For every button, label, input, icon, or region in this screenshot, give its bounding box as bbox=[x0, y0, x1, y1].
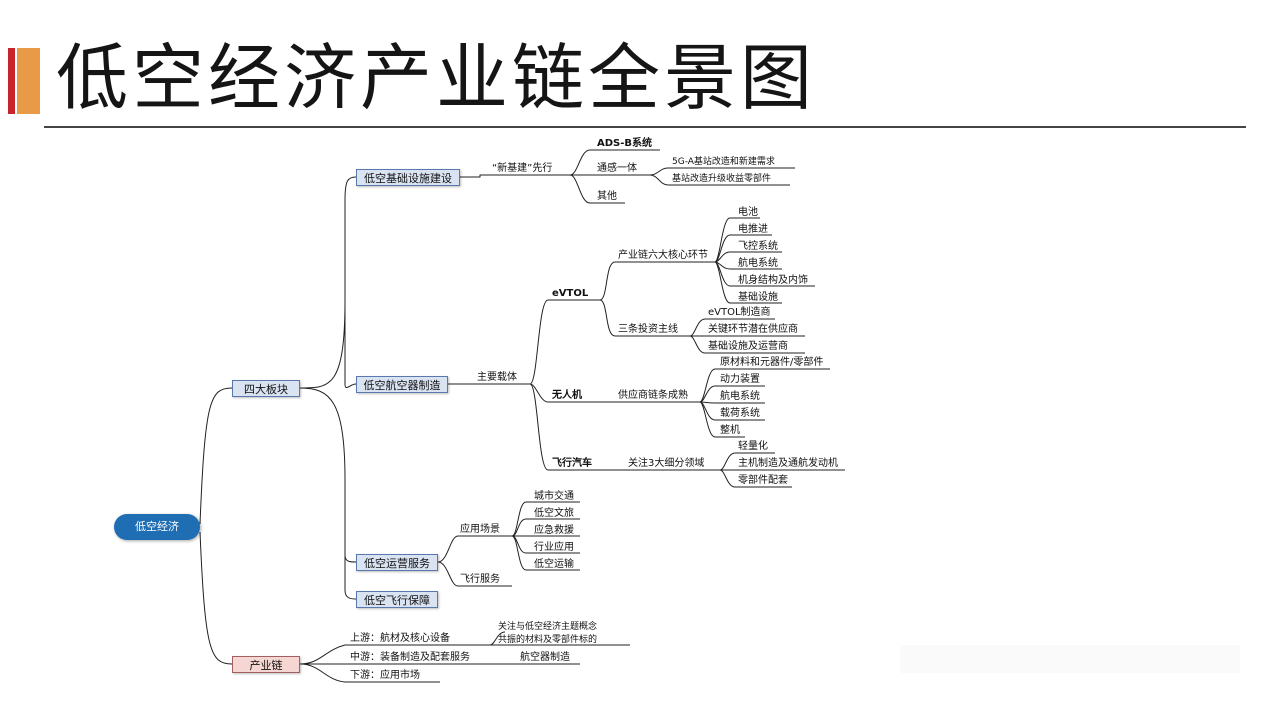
node-evtol: eVTOL bbox=[552, 288, 589, 299]
node-upstream: 上游：航材及核心设备 bbox=[350, 633, 450, 644]
node-six-1: 电推进 bbox=[738, 224, 768, 235]
node-scene: 应用场景 bbox=[460, 524, 500, 535]
node-scene-3: 行业应用 bbox=[534, 542, 574, 553]
node-focus: 关注3大细分领域 bbox=[628, 458, 705, 469]
node-upstream-note-1: 关注与低空经济主题概念 bbox=[498, 622, 598, 632]
node-six-4: 机身结构及内饰 bbox=[738, 275, 808, 286]
page-title: 低空经济产业链全景图 bbox=[56, 36, 817, 120]
root-node[interactable]: 低空经济 bbox=[114, 514, 200, 540]
edge-root-chain bbox=[199, 531, 233, 665]
node-midstream-note: 航空器制造 bbox=[520, 652, 570, 663]
node-flight-service: 飞行服务 bbox=[460, 574, 500, 585]
faded-area bbox=[900, 645, 1240, 673]
node-three-1: 关键环节潜在供应商 bbox=[708, 324, 798, 335]
node-three: 三条投资主线 bbox=[618, 324, 678, 335]
edge-sectors-trunk bbox=[299, 176, 357, 389]
node-drone-0: 原材料和元器件/零部件 bbox=[720, 357, 824, 368]
title-divider bbox=[44, 126, 1246, 128]
node-drone-2: 航电系统 bbox=[720, 391, 760, 402]
node-drone-1: 动力装置 bbox=[720, 374, 760, 385]
node-adsb: ADS-B系统 bbox=[597, 138, 653, 149]
node-car-1: 主机制造及通航发动机 bbox=[738, 458, 838, 469]
node-drone: 无人机 bbox=[552, 390, 582, 401]
node-midstream: 中游：装备制造及配套服务 bbox=[350, 652, 470, 663]
node-six: 产业链六大核心环节 bbox=[618, 250, 708, 261]
node-chain[interactable]: 产业链 bbox=[232, 656, 300, 673]
node-infra[interactable]: 低空基础设施建设 bbox=[356, 169, 460, 186]
node-three-2: 基础设施及运营商 bbox=[708, 341, 788, 352]
node-six-3: 航电系统 bbox=[738, 258, 778, 269]
node-supply: 供应商链条成熟 bbox=[618, 390, 688, 401]
node-scene-1: 低空文旅 bbox=[534, 508, 574, 519]
node-downstream: 下游：应用市场 bbox=[350, 670, 420, 681]
node-drone-4: 整机 bbox=[720, 425, 740, 436]
node-carrier: 主要载体 bbox=[477, 372, 517, 383]
node-5ga: 5G-A基站改造和新建需求 bbox=[672, 157, 775, 167]
title-accent-red bbox=[8, 48, 15, 114]
node-scene-2: 应急救援 bbox=[534, 525, 574, 536]
title-accent-orange bbox=[17, 48, 40, 114]
node-tongan: 通感一体 bbox=[597, 163, 637, 174]
node-scene-4: 低空运输 bbox=[534, 559, 574, 570]
node-six-5: 基础设施 bbox=[738, 292, 778, 303]
node-car-2: 零部件配套 bbox=[738, 475, 788, 486]
node-six-0: 电池 bbox=[738, 207, 758, 218]
node-car-0: 轻量化 bbox=[738, 441, 768, 452]
edge-root-sectors bbox=[199, 387, 233, 525]
node-station: 基站改造升级收益零部件 bbox=[672, 174, 772, 184]
node-sectors[interactable]: 四大板块 bbox=[232, 380, 300, 397]
node-support[interactable]: 低空飞行保障 bbox=[356, 591, 438, 608]
node-ops[interactable]: 低空运营服务 bbox=[356, 554, 438, 571]
node-upstream-note-2: 共振的材料及零部件标的 bbox=[498, 635, 598, 645]
node-drone-3: 载荷系统 bbox=[720, 408, 760, 419]
node-car: 飞行汽车 bbox=[552, 458, 592, 469]
node-scene-0: 城市交通 bbox=[534, 491, 574, 502]
node-new-infra: “新基建”先行 bbox=[492, 163, 553, 174]
node-three-0: eVTOL制造商 bbox=[708, 307, 771, 318]
node-six-2: 飞控系统 bbox=[738, 241, 778, 252]
node-other: 其他 bbox=[597, 191, 617, 202]
node-aircraft[interactable]: 低空航空器制造 bbox=[356, 376, 448, 393]
